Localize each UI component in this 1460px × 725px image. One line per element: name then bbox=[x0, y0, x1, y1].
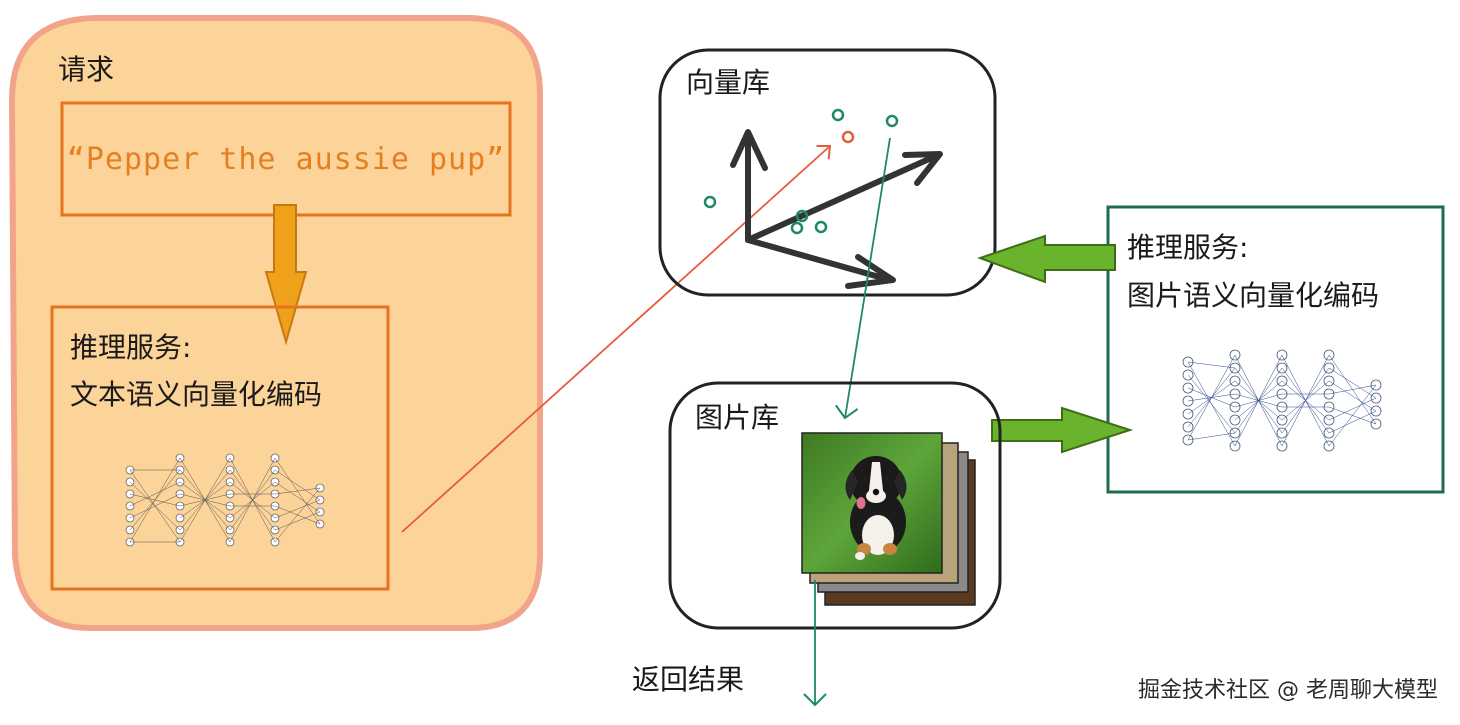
vector-db-title: 向量库 bbox=[686, 66, 771, 99]
query-vector-line bbox=[401, 144, 832, 533]
request-title: 请求 bbox=[58, 53, 115, 86]
vector-db-box bbox=[658, 48, 997, 297]
text-inference-subtitle: 文本语义向量化编码 bbox=[70, 378, 323, 411]
vector-axes-icon bbox=[730, 129, 943, 289]
image-db-box bbox=[668, 381, 1002, 630]
watermark-text: 掘金技术社区 @ 老周聊大模型 bbox=[1138, 678, 1438, 703]
image-inference-to-vector-arrow bbox=[977, 234, 1116, 284]
result-label: 返回结果 bbox=[632, 663, 745, 696]
image-inference-box bbox=[1106, 205, 1445, 494]
neural-network-icon bbox=[1182, 349, 1382, 452]
text-inference-box bbox=[50, 305, 390, 591]
query-text: “Pepper the aussie pup” bbox=[66, 141, 506, 177]
vector-to-image-line bbox=[835, 137, 891, 420]
image-inference-title: 推理服务: bbox=[1127, 231, 1249, 264]
image-inference-subtitle: 图片语义向量化编码 bbox=[1127, 279, 1380, 312]
vector-points bbox=[703, 108, 899, 235]
request-container bbox=[8, 15, 543, 631]
image-db-to-inference-arrow bbox=[991, 406, 1134, 454]
puppy-photo-stack bbox=[801, 432, 976, 606]
text-inference-title: 推理服务: bbox=[70, 331, 192, 364]
image-db-title: 图片库 bbox=[695, 401, 780, 434]
neural-network-icon bbox=[125, 453, 325, 547]
